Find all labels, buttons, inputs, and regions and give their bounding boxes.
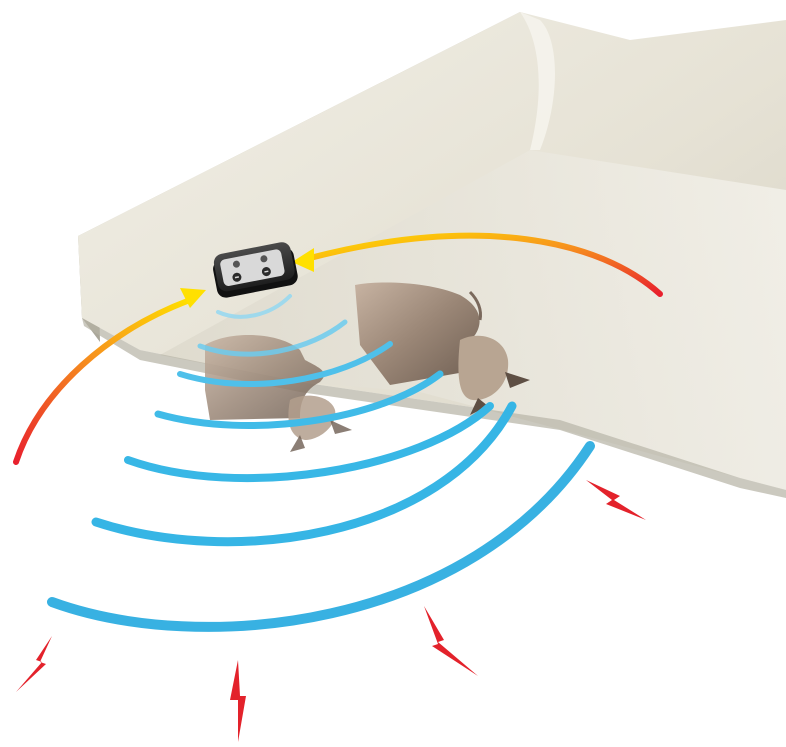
boat-hull (78, 12, 786, 498)
lightning-bolt-icon (424, 606, 478, 676)
lightning-bolt-icon (586, 480, 646, 520)
lightning-bolt-icon (230, 660, 246, 742)
lightning-bolt-icon (16, 636, 52, 692)
